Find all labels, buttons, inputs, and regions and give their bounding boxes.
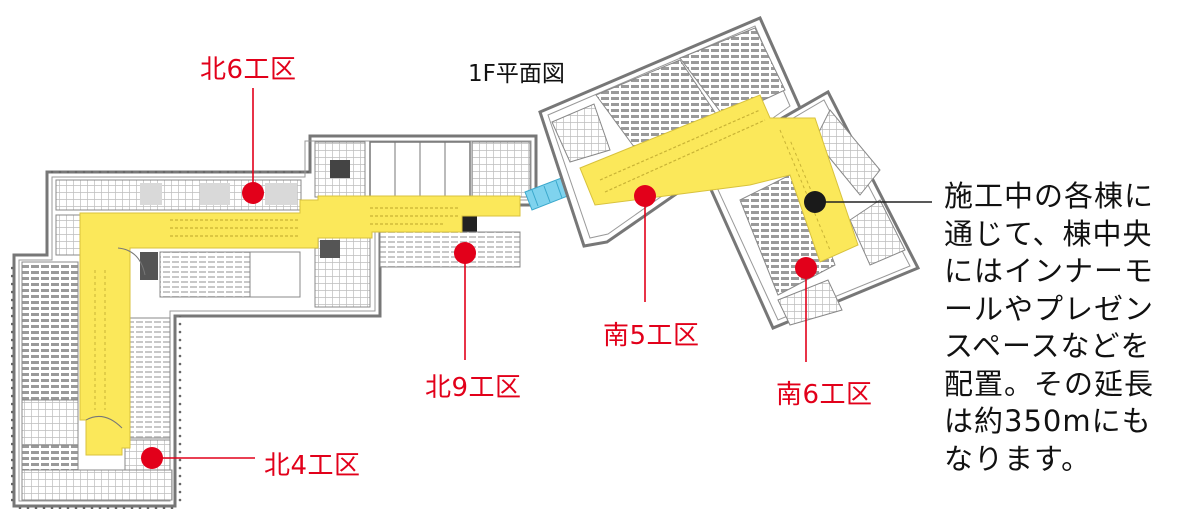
label-north6: 北6工区 — [200, 55, 297, 85]
leader-lines — [152, 88, 807, 459]
marker-south5 — [634, 185, 656, 207]
label-south6: 南6工区 — [776, 380, 873, 410]
marker-north6 — [242, 182, 264, 204]
west-wing — [11, 134, 538, 509]
marker-mall-center — [804, 191, 826, 213]
label-north4: 北4工区 — [264, 451, 361, 481]
label-south5: 南5工区 — [603, 321, 700, 351]
marker-north9 — [454, 242, 476, 264]
east-wing — [538, 16, 921, 330]
marker-north4 — [141, 447, 163, 469]
floor-title: 1F平面図 — [468, 61, 565, 87]
label-north9: 北9工区 — [425, 373, 522, 403]
marker-south6 — [795, 257, 817, 279]
description-text: 施工中の各棟に通じて、棟中央にはインナーモールやプレゼンスペースなどを配置。その… — [944, 179, 1155, 476]
